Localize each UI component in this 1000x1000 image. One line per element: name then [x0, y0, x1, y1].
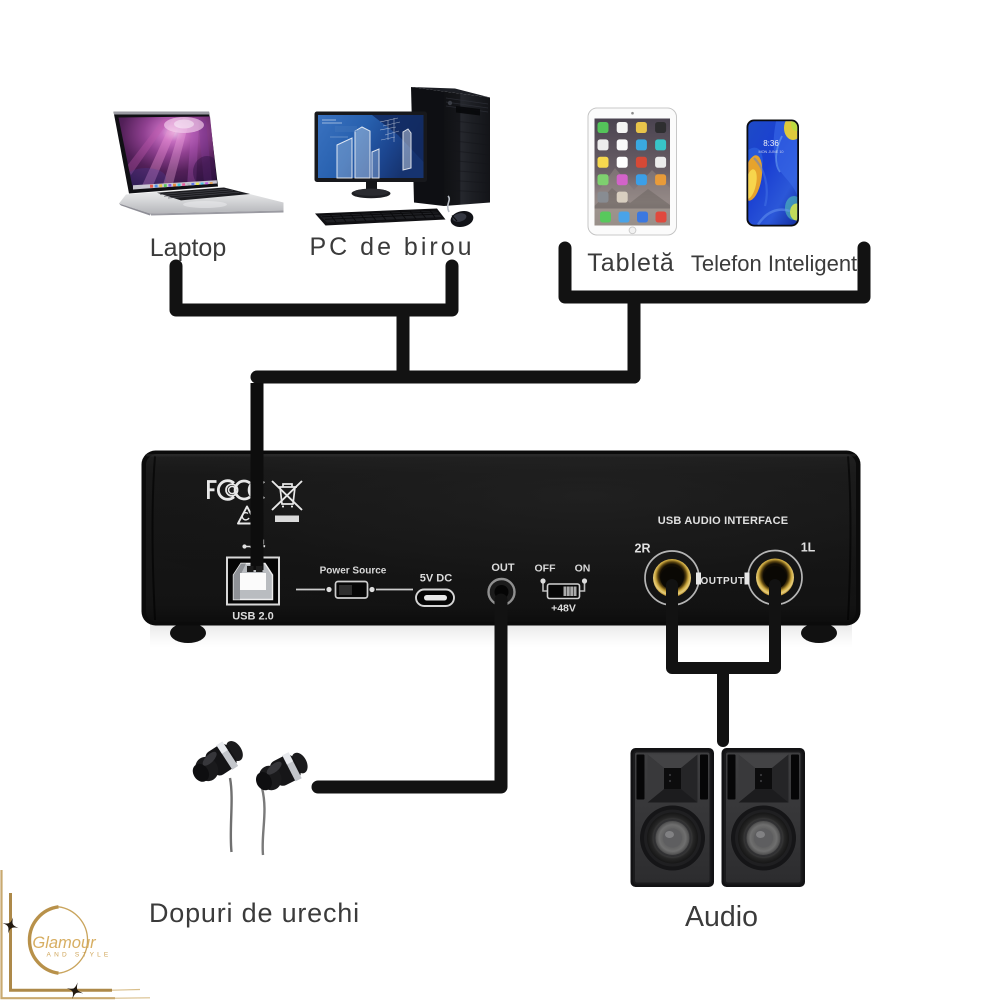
svg-text:OUT: OUT — [491, 562, 515, 574]
svg-text:Tabletă: Tabletă — [587, 249, 675, 277]
svg-text:Power Source: Power Source — [320, 566, 387, 577]
svg-text:1L: 1L — [801, 541, 816, 555]
svg-text:USB AUDIO INTERFACE: USB AUDIO INTERFACE — [658, 515, 789, 527]
svg-text:USB 2.0: USB 2.0 — [232, 611, 274, 623]
svg-text:PC de birou: PC de birou — [309, 233, 474, 261]
svg-text:Telefon Inteligent: Telefon Inteligent — [691, 251, 857, 276]
svg-text:Laptop: Laptop — [150, 234, 226, 262]
svg-text:5V DC: 5V DC — [420, 573, 452, 585]
svg-text:OFF: OFF — [535, 563, 557, 575]
svg-text:MON JUNE 10: MON JUNE 10 — [758, 150, 783, 154]
svg-text:+48V: +48V — [551, 603, 576, 615]
svg-text:8:36: 8:36 — [763, 139, 779, 148]
svg-text:OUTPUT: OUTPUT — [700, 576, 744, 587]
svg-text:2R: 2R — [635, 542, 651, 556]
svg-text:Audio: Audio — [685, 901, 758, 933]
svg-text:ON: ON — [575, 563, 591, 575]
svg-text:Dopuri de urechi: Dopuri de urechi — [149, 898, 360, 928]
svg-text:AND STYLE: AND STYLE — [47, 952, 112, 959]
svg-text:Glamour: Glamour — [32, 934, 97, 952]
